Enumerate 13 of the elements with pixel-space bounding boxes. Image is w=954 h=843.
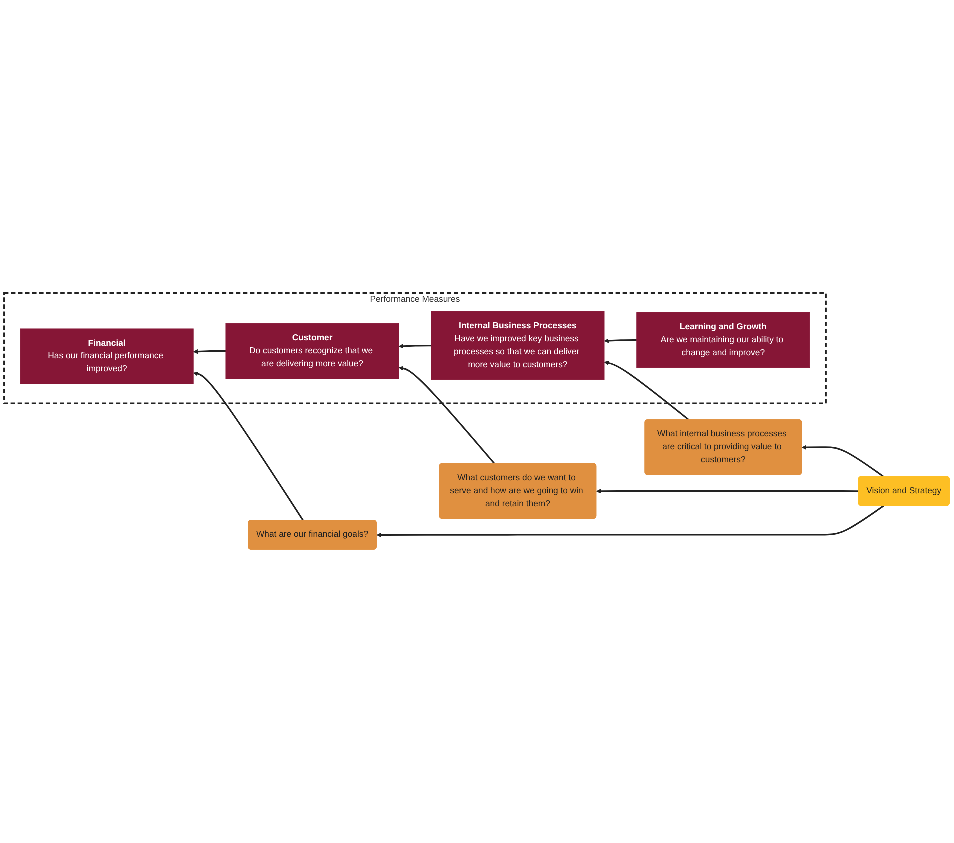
arrow (802, 445, 884, 478)
node-box: Learning and Growth Are we maintaining our ability to change and improve? (636, 312, 810, 368)
arrow (604, 338, 637, 344)
arrow (398, 366, 496, 464)
arrow (193, 349, 226, 354)
arrow (596, 489, 859, 494)
node-box: Financial Has our financial performance improved? (20, 328, 194, 384)
node-box: Internal Business Processes Have we improved key business processes so that we can deliver more value to customers? (431, 311, 605, 380)
arrow (604, 360, 690, 421)
arrow (193, 372, 304, 522)
arrow (398, 344, 432, 349)
arrow (376, 505, 884, 538)
node-box: Customer Do customers recognize that we are delivering more value? (226, 323, 400, 380)
